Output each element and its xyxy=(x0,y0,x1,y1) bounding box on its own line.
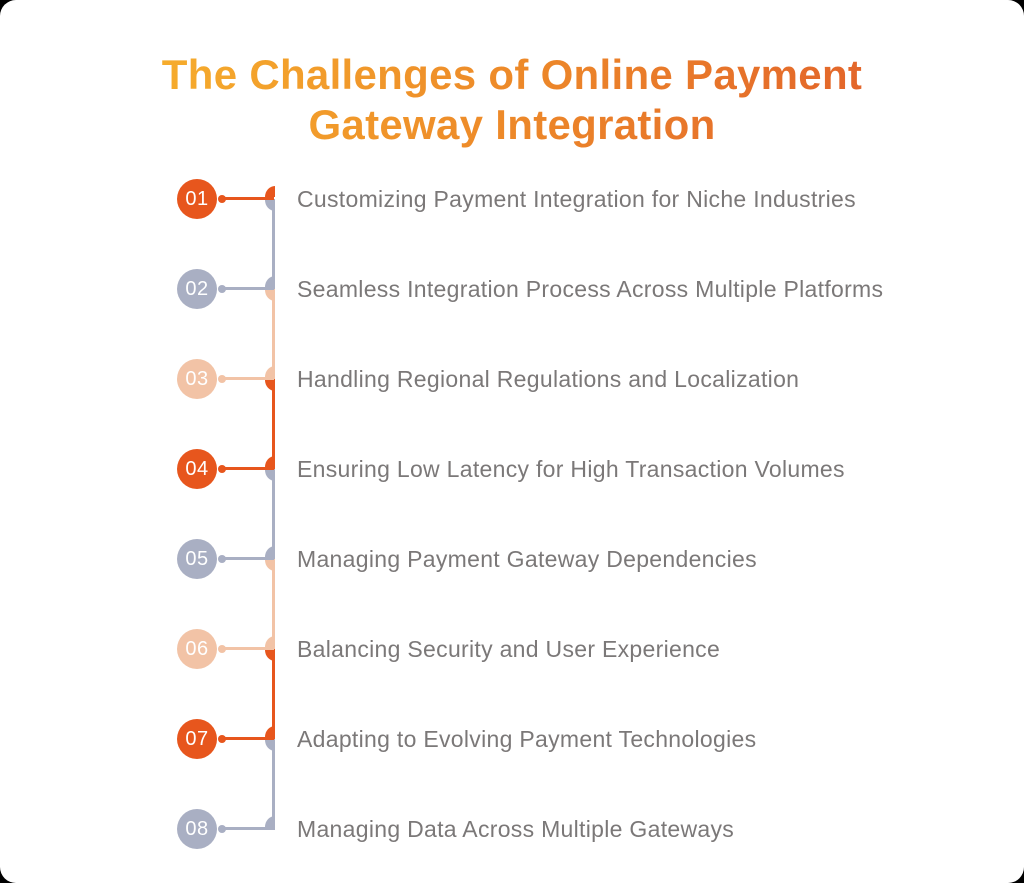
item-number-badge: 05 xyxy=(177,539,217,579)
item-number: 03 xyxy=(185,367,209,390)
item-number-badge: 01 xyxy=(177,179,217,219)
timeline-item: 06 Balancing Security and User Experienc… xyxy=(0,604,1024,694)
timeline-item: 02 Seamless Integration Process Across M… xyxy=(0,244,1024,334)
item-label: Customizing Payment Integration for Nich… xyxy=(297,185,856,212)
timeline-item: 08 Managing Data Across Multiple Gateway… xyxy=(0,784,1024,874)
item-number: 02 xyxy=(185,277,209,300)
connector-curl-up-icon xyxy=(265,726,275,737)
connector-line xyxy=(223,377,274,380)
item-number-badge: 02 xyxy=(177,269,217,309)
header: The Challenges of Online Payment Gateway… xyxy=(0,50,1024,151)
item-number: 07 xyxy=(185,727,209,750)
item-number: 06 xyxy=(185,637,209,660)
item-number-badge: 06 xyxy=(177,629,217,669)
item-label: Handling Regional Regulations and Locali… xyxy=(297,365,800,392)
connector-curl-down-icon xyxy=(265,560,275,571)
connector-dot-icon xyxy=(218,735,226,743)
connector-curl-down-icon xyxy=(265,650,275,661)
item-label: Balancing Security and User Experience xyxy=(297,635,721,662)
item-label: Adapting to Evolving Payment Technologie… xyxy=(297,725,757,752)
item-number: 01 xyxy=(185,187,209,210)
timeline-item: 01 Customizing Payment Integration for N… xyxy=(0,154,1024,244)
connector-line xyxy=(223,647,274,650)
connector-dot-icon xyxy=(218,645,226,653)
connector-dot-icon xyxy=(218,195,226,203)
connector-curl-up-icon xyxy=(265,636,275,647)
timeline-item: 07 Adapting to Evolving Payment Technolo… xyxy=(0,694,1024,784)
connector-line xyxy=(223,737,274,740)
connector-line xyxy=(223,197,274,200)
connector-dot-icon xyxy=(218,555,226,563)
timeline-item: 05 Managing Payment Gateway Dependencies xyxy=(0,514,1024,604)
item-number: 05 xyxy=(185,547,209,570)
connector-line xyxy=(223,287,274,290)
item-number-badge: 08 xyxy=(177,809,217,849)
connector-line xyxy=(223,827,274,830)
item-number: 04 xyxy=(185,457,209,480)
timeline-spine-segment xyxy=(272,199,275,290)
connector-dot-icon xyxy=(218,375,226,383)
timeline-spine-segment xyxy=(272,559,275,650)
timeline: 01 Customizing Payment Integration for N… xyxy=(0,154,1024,874)
connector-curl-up-icon xyxy=(265,546,275,557)
timeline-rows: 01 Customizing Payment Integration for N… xyxy=(0,154,1024,874)
connector-line xyxy=(223,467,274,470)
connector-dot-icon xyxy=(218,825,226,833)
timeline-spine-segment xyxy=(272,739,275,830)
connector-curl-up-icon xyxy=(265,816,275,827)
connector-curl-up-icon xyxy=(265,186,275,197)
connector-line xyxy=(223,557,274,560)
timeline-spine xyxy=(0,154,1024,874)
item-label: Managing Data Across Multiple Gateways xyxy=(297,815,735,842)
item-label: Ensuring Low Latency for High Transactio… xyxy=(297,455,845,482)
timeline-spine-segment xyxy=(272,469,275,560)
connector-curl-up-icon xyxy=(265,456,275,467)
connector-curl-up-icon xyxy=(265,276,275,287)
item-number: 08 xyxy=(185,817,209,840)
connector-curl-up-icon xyxy=(265,366,275,377)
timeline-spine-segment xyxy=(272,649,275,740)
connector-curl-down-icon xyxy=(265,290,275,301)
item-number-badge: 07 xyxy=(177,719,217,759)
item-label: Seamless Integration Process Across Mult… xyxy=(297,275,884,302)
item-number-badge: 04 xyxy=(177,449,217,489)
timeline-spine-segment xyxy=(272,289,275,380)
item-number-badge: 03 xyxy=(177,359,217,399)
page-title: The Challenges of Online Payment Gateway… xyxy=(112,50,912,151)
item-label: Managing Payment Gateway Dependencies xyxy=(297,545,757,572)
connector-curl-down-icon xyxy=(265,740,275,751)
connector-curl-down-icon xyxy=(265,470,275,481)
connector-curl-down-icon xyxy=(265,200,275,211)
timeline-item: 03 Handling Regional Regulations and Loc… xyxy=(0,334,1024,424)
timeline-item: 04 Ensuring Low Latency for High Transac… xyxy=(0,424,1024,514)
connector-dot-icon xyxy=(218,285,226,293)
connector-dot-icon xyxy=(218,465,226,473)
timeline-spine-segment xyxy=(272,379,275,470)
connector-curl-down-icon xyxy=(265,380,275,391)
